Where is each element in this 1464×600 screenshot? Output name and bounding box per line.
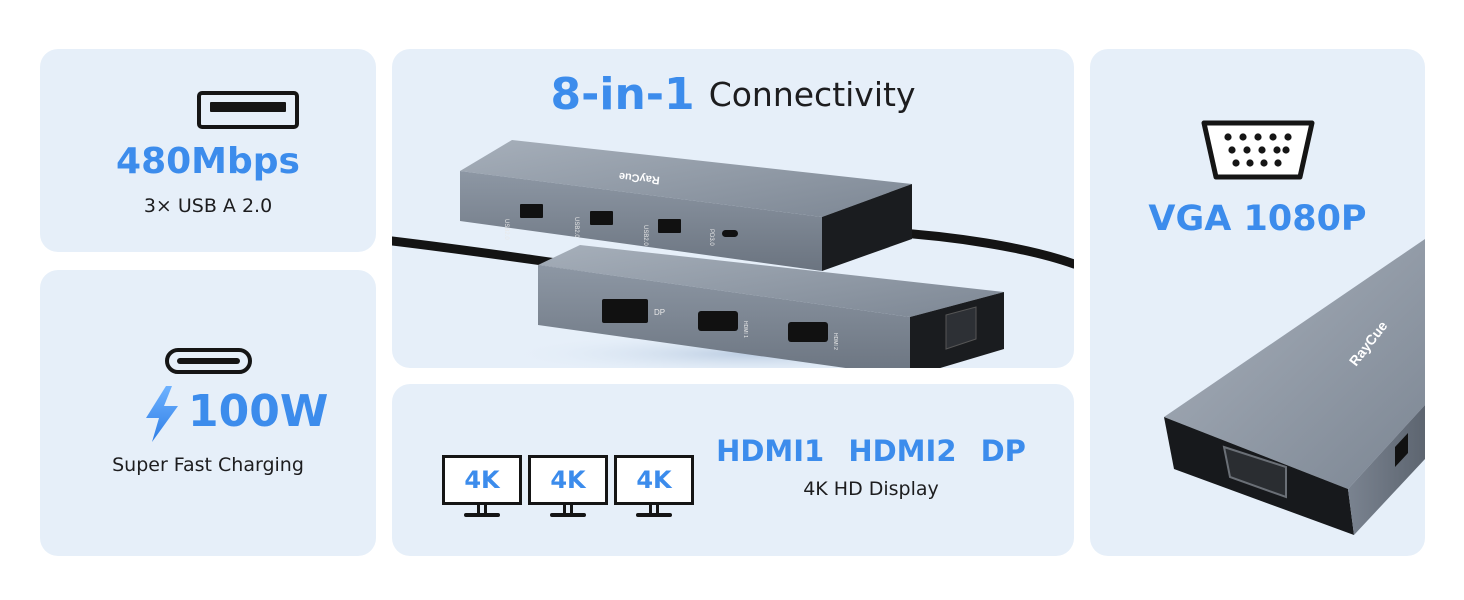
vga-resolution: VGA 1080P [1148,199,1367,239]
usb-feature-card: 480Mbps 3× USB A 2.0 [40,49,376,252]
hub-brand-logo: RayCue [618,170,660,186]
monitor-icon: 4K [442,455,522,519]
hub-side-view-image: RayCue [1164,239,1425,535]
charging-description: Super Fast Charging [112,454,304,476]
usb-speed: 480Mbps [116,141,300,182]
display-ports: HDMI1 HDMI2 DP [716,434,1026,468]
connectivity-label: Connectivity [708,75,916,114]
port-label-usb1: USB2.0 [503,219,509,240]
monitor-resolution: 4K [614,455,694,505]
display-description: 4K HD Display [803,478,939,500]
charging-feature-card: 100W Super Fast Charging [40,270,376,556]
usb-c-port-icon [165,348,252,374]
port-label-usb2: USB2.0 [573,217,579,238]
hub-product-image: USB2.0 USB2.0 USB2.0 PD3.0 RayCue DP HDM… [392,140,1074,368]
usb-a-port-icon [197,91,299,129]
connectivity-card: USB2.0 USB2.0 USB2.0 PD3.0 RayCue DP HDM… [392,49,1074,368]
port-label-hdmi2: HDMI 2 [832,333,838,350]
port-label-dp: DP [654,308,665,317]
monitor-icon: 4K [614,455,694,519]
display-feature-card: 4K 4K 4K HDMI1 HDMI2 DP 4K HD Display [392,384,1074,556]
connectivity-headline: 8-in-1 Connectivity [392,69,1074,120]
monitor-icon: 4K [528,455,608,519]
port-label-usb3: USB2.0 [642,225,648,246]
monitor-resolution: 4K [528,455,608,505]
vga-feature-card: RayCue VGA 1080P [1090,49,1425,556]
monitor-resolution: 4K [442,455,522,505]
port-label-hdmi1: HDMI 1 [742,321,748,338]
vga-port-icon [1201,120,1315,180]
usb-description: 3× USB A 2.0 [143,195,273,217]
charging-power: 100W [188,386,329,437]
port-label-pd: PD3.0 [708,229,714,246]
connectivity-count: 8-in-1 [550,69,695,120]
lightning-bolt-icon [146,386,178,442]
